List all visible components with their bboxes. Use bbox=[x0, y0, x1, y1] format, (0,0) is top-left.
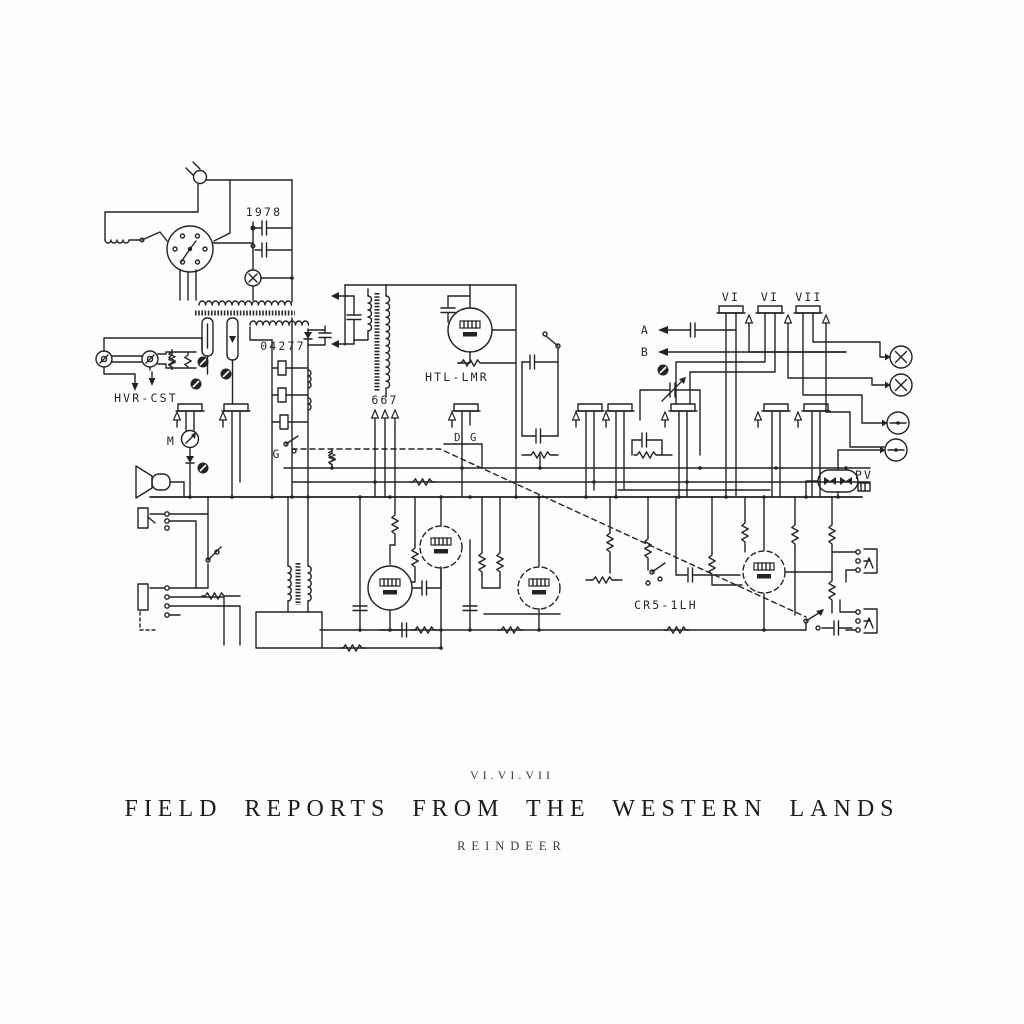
label-year: 1978 bbox=[246, 205, 283, 219]
pilot-lamp bbox=[244, 261, 293, 301]
label-pv: PV bbox=[855, 468, 873, 482]
bottom-left-switch bbox=[201, 496, 241, 600]
gang-switch bbox=[803, 609, 853, 636]
artist-name: REINDEER bbox=[457, 839, 567, 853]
label-htl-lmr: HTL-LMR bbox=[425, 370, 489, 384]
socket-terminals-mid bbox=[571, 403, 831, 498]
label-meter: M bbox=[167, 434, 176, 448]
label-b: B bbox=[641, 345, 650, 359]
terminal-a bbox=[658, 322, 737, 338]
gang-dashed-line bbox=[291, 448, 807, 618]
bus-rails bbox=[149, 467, 871, 498]
mid-subcircuits bbox=[328, 331, 701, 486]
hvr-cst-block bbox=[95, 337, 233, 392]
power-transformer bbox=[195, 300, 310, 405]
meter-column bbox=[172, 403, 299, 498]
tube-sockets-top bbox=[675, 305, 890, 498]
rotary-selector bbox=[166, 225, 254, 301]
output-jack-2 bbox=[839, 599, 878, 634]
line-switch bbox=[104, 231, 168, 244]
bottom-wires bbox=[319, 613, 807, 652]
label-v2: VI bbox=[761, 290, 779, 304]
label-g: G bbox=[272, 447, 281, 461]
label-v3: VII bbox=[795, 290, 822, 304]
output-jack-1 bbox=[831, 548, 878, 583]
htl-lmr-stage bbox=[331, 284, 517, 498]
label-667: 667 bbox=[371, 393, 398, 407]
terminal-667 bbox=[370, 409, 400, 498]
amp-stages bbox=[352, 496, 836, 649]
label-hvr-cst: HVR-CST bbox=[114, 391, 178, 405]
filter-caps bbox=[250, 220, 293, 263]
label-cr5: CR5-1LH bbox=[634, 598, 698, 612]
label-serial: 04277 bbox=[260, 339, 306, 353]
output-transformer bbox=[255, 496, 323, 649]
label-dg: D G bbox=[454, 432, 478, 444]
power-plug bbox=[104, 161, 293, 303]
speaker bbox=[135, 465, 185, 499]
connector-circles bbox=[879, 345, 913, 462]
terminal-dg bbox=[443, 403, 483, 498]
label-a: A bbox=[641, 323, 650, 337]
catalog-number: VI.VI.VII bbox=[470, 768, 554, 782]
album-title: FIELD REPORTS FROM THE WESTERN LANDS bbox=[124, 796, 900, 822]
junction-dots bbox=[188, 226, 848, 650]
rectifier-ladder bbox=[271, 317, 332, 498]
input-jack-2 bbox=[137, 583, 241, 646]
pv-component bbox=[805, 449, 886, 498]
label-v1: VI bbox=[722, 290, 740, 304]
input-jack-1 bbox=[137, 507, 209, 589]
